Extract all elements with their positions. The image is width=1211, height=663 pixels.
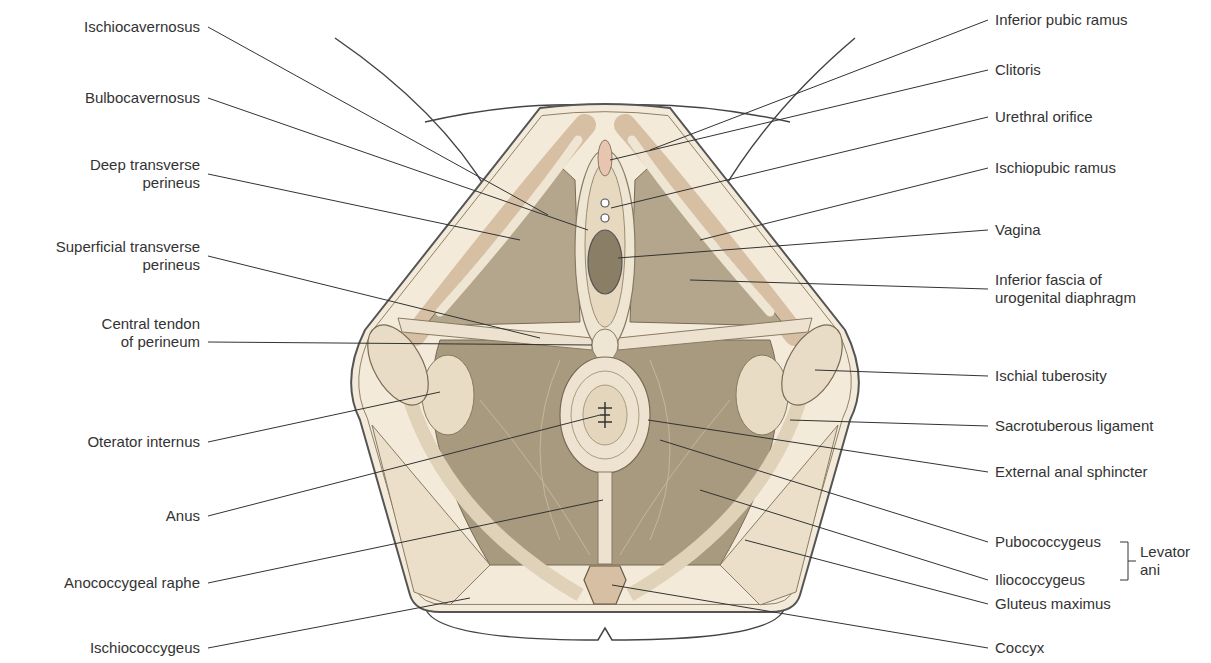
part-label: Ischiocavernosus — [84, 18, 200, 36]
part-label: Gluteus maximus — [995, 595, 1111, 613]
part-label: Superficial transverse perineus — [25, 238, 200, 274]
part-label: Inferior pubic ramus — [995, 11, 1128, 29]
part-label: Oterator internus — [87, 433, 200, 451]
part-label: Anococcygeal raphe — [64, 574, 200, 592]
part-label: Coccyx — [995, 639, 1044, 657]
part-label: Clitoris — [995, 61, 1041, 79]
part-label: Levator ani — [1140, 543, 1202, 579]
part-label: Inferior fascia of urogenital diaphragm — [995, 271, 1165, 307]
part-label: Ischiopubic ramus — [995, 159, 1116, 177]
part-label: Sacrotuberous ligament — [995, 417, 1153, 435]
part-label: Anus — [166, 507, 200, 525]
part-label: Ischial tuberosity — [995, 367, 1107, 385]
part-label: Central tendon of perineum — [88, 315, 200, 351]
part-label: Iliococcygeus — [995, 571, 1085, 589]
part-label: Pubococcygeus — [995, 533, 1101, 551]
part-label: Vagina — [995, 221, 1041, 239]
part-label: Ischiococcygeus — [90, 639, 200, 657]
part-label: Deep transverse perineus — [60, 156, 200, 192]
part-label: Urethral orifice — [995, 108, 1093, 126]
part-label: External anal sphincter — [995, 463, 1148, 481]
part-label: Bulbocavernosus — [85, 89, 200, 107]
